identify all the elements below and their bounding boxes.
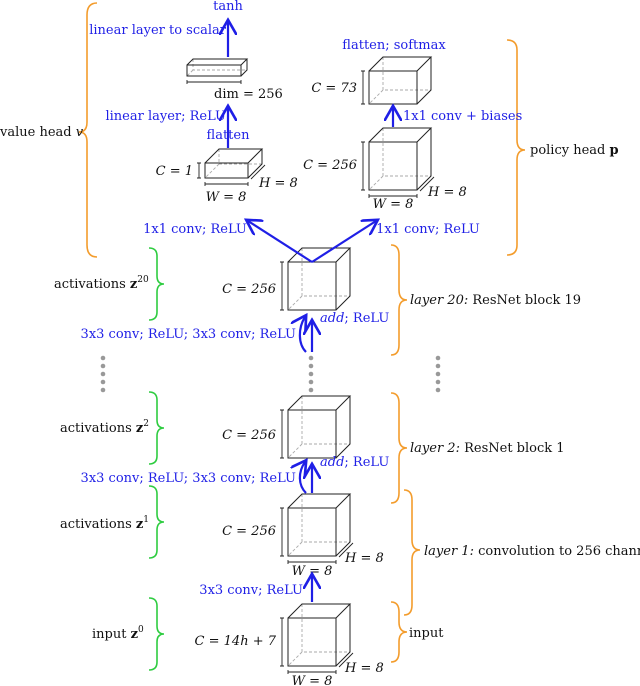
input-brace-text: input	[409, 626, 444, 641]
left-ellipsis	[100, 355, 106, 393]
c-input: C = 14h + 7	[195, 634, 277, 649]
dim-value: dim = 256	[214, 87, 283, 102]
policy-head-label: policy head p	[530, 143, 619, 158]
layer2-text: layer 2: ResNet block 1	[410, 441, 565, 456]
layer20-conv-label: 3x3 conv; ReLU; 3x3 conv; ReLU	[81, 327, 296, 342]
arrow-to-layer20-skip	[300, 317, 306, 353]
arrow-to-value-head	[248, 221, 313, 263]
w-value: W = 8	[206, 190, 247, 205]
z0-brace	[148, 597, 165, 671]
c-layer20: C = 256	[222, 282, 276, 297]
layer20-brace	[390, 244, 408, 356]
policy-conv-label: 1x1 conv; ReLU	[376, 222, 480, 237]
c-policy-256: C = 256	[303, 158, 357, 173]
cube-input	[287, 603, 352, 667]
h-layer1: H = 8	[344, 551, 384, 566]
h-input: H = 8	[344, 661, 384, 676]
layer1-text: layer 1: convolution to 256 channels	[424, 544, 640, 559]
z20-brace	[148, 247, 165, 321]
value-dense-bar	[186, 58, 249, 77]
layer20-add-label: add; ReLU	[320, 311, 389, 326]
conv-biases-label: 1x1 conv + biases	[403, 109, 522, 124]
layer2-add-label: add; ReLU	[320, 455, 389, 470]
h-policy: H = 8	[427, 185, 467, 200]
arrow-layer1-layer2-skip	[300, 462, 306, 494]
center-ellipsis	[308, 355, 314, 393]
layer2-conv-label: 3x3 conv; ReLU; 3x3 conv; ReLU	[81, 471, 296, 486]
layer1-brace	[403, 489, 421, 616]
w-input: W = 8	[292, 674, 333, 686]
cube-policy-73	[368, 56, 433, 105]
cube-layer1	[287, 493, 352, 557]
h-value: H = 8	[258, 176, 298, 191]
z0-label: input z0	[92, 625, 144, 642]
z1-label: activations z1	[60, 515, 149, 532]
c-policy-73: C = 73	[311, 81, 357, 96]
layer20-text: layer 20: ResNet block 19	[410, 293, 581, 308]
cube-value-1	[204, 148, 264, 179]
policy-head-brace	[506, 39, 526, 256]
c-layer2: C = 256	[222, 428, 276, 443]
tanh-label: tanh	[213, 0, 243, 14]
c-layer1: C = 256	[222, 524, 276, 539]
flatten-softmax-label: flatten; softmax	[342, 38, 446, 53]
c-value-1: C = 1	[156, 164, 193, 179]
z2-label: activations z2	[60, 419, 149, 436]
z20-label: activations z20	[54, 275, 149, 292]
z1-brace	[148, 485, 165, 559]
flatten-label: flatten	[207, 128, 251, 143]
layer2-brace	[390, 392, 408, 504]
cube-policy-256	[368, 127, 433, 191]
value-conv-label: 1x1 conv; ReLU	[143, 222, 247, 237]
value-head-label: value head v	[0, 125, 84, 140]
input-brace	[390, 601, 408, 663]
layer1-conv-label: 3x3 conv; ReLU	[199, 583, 303, 598]
linear-scalar-label: linear layer to scalar	[89, 23, 227, 38]
w-layer1: W = 8	[292, 564, 333, 579]
value-head-brace	[78, 2, 98, 258]
z2-brace	[148, 391, 165, 465]
cube-layer2	[287, 395, 352, 459]
w-policy: W = 8	[373, 197, 414, 212]
right-ellipsis	[435, 355, 441, 393]
linear-relu-label: linear layer; ReLU	[105, 109, 226, 124]
arrow-to-policy-head	[311, 221, 376, 263]
